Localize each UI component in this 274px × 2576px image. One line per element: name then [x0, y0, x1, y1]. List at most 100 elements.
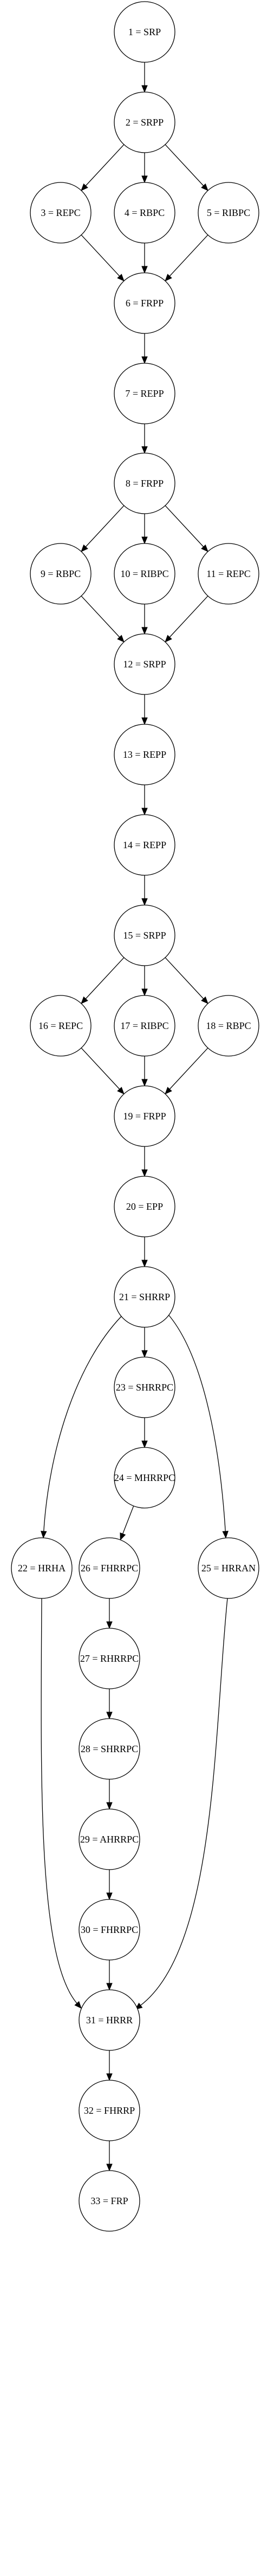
node-circle — [79, 1537, 140, 1599]
node-label: 17 = RIBPC — [120, 1020, 168, 1031]
edge-n28-n29 — [106, 1779, 113, 1810]
node-circle — [114, 995, 175, 1057]
node-circle — [114, 1085, 175, 1147]
node-label: 20 = EPP — [126, 1201, 163, 1212]
node-33: 33 = FRP — [79, 2170, 140, 2232]
node-27: 27 = RHRRPC — [79, 1628, 140, 1689]
node-30: 30 = FHRRPC — [79, 1899, 140, 1961]
node-circle — [79, 2170, 140, 2232]
node-10: 10 = RIBPC — [114, 543, 175, 605]
edge-n15-n17 — [141, 966, 148, 997]
edge-n12-n13 — [141, 694, 148, 725]
edge-n13-n14 — [141, 785, 148, 816]
node-label: 33 = FRP — [90, 2195, 128, 2206]
node-circle — [114, 272, 175, 334]
node-circle — [198, 543, 259, 605]
node-17: 17 = RIBPC — [114, 995, 175, 1057]
node-circle — [114, 1, 175, 63]
edge-n15-n18 — [165, 957, 208, 1004]
node-label: 14 = REPP — [123, 840, 166, 850]
node-label: 30 = FHRRPC — [81, 1924, 138, 1935]
node-11: 11 = REPC — [198, 543, 259, 605]
node-label: 29 = AHRRPC — [80, 1834, 139, 1845]
node-circle — [114, 453, 175, 514]
node-label: 8 = FRPP — [126, 478, 164, 489]
edge-n1-n2 — [141, 62, 148, 93]
node-12: 12 = SRPP — [114, 633, 175, 695]
node-label: 25 = HRRAN — [201, 1563, 256, 1574]
edge-n16-n19 — [81, 1047, 125, 1094]
node-label: 27 = RHRRPC — [80, 1653, 139, 1664]
edge-n31-n32 — [106, 2050, 113, 2081]
node-circle — [79, 1899, 140, 1961]
edge-n24-n26 — [120, 1505, 134, 1541]
node-label: 31 = HRRR — [86, 2015, 133, 2026]
node-circle — [114, 633, 175, 695]
node-circle — [114, 1176, 175, 1237]
node-4: 4 = RBPC — [114, 182, 175, 244]
edges-layer — [41, 62, 229, 2172]
node-1: 1 = SRP — [114, 1, 175, 63]
node-16: 16 = REPC — [30, 995, 92, 1057]
node-label: 32 = FHRRP — [84, 2105, 135, 2116]
node-circle — [114, 182, 175, 244]
node-7: 7 = REPP — [114, 363, 175, 424]
node-19: 19 = FRPP — [114, 1085, 175, 1147]
node-circle — [114, 724, 175, 785]
node-24: 24 = MHRRPC — [114, 1447, 175, 1509]
node-circle — [79, 1989, 140, 2051]
edge-n19-n20 — [141, 1146, 148, 1177]
node-label: 3 = REPC — [41, 207, 80, 218]
node-9: 9 = RBPC — [30, 543, 92, 605]
node-26: 26 = FHRRPC — [79, 1537, 140, 1599]
edge-n4-n6 — [141, 243, 148, 274]
node-label: 11 = REPC — [206, 568, 251, 579]
edge-n27-n28 — [106, 1689, 113, 1720]
node-circle — [198, 182, 259, 244]
node-label: 1 = SRP — [128, 27, 161, 37]
edge-n11-n12 — [165, 595, 208, 643]
node-label: 18 = RBPC — [206, 1020, 251, 1031]
node-circle — [114, 1356, 175, 1418]
node-21: 21 = SHRRP — [114, 1266, 175, 1328]
edge-n21-n22 — [41, 1316, 122, 1539]
node-circle — [198, 1537, 259, 1599]
edge-n8-n10 — [141, 514, 148, 545]
node-circle — [114, 543, 175, 605]
edge-n32-n33 — [106, 2141, 113, 2172]
edge-n7-n8 — [141, 424, 148, 454]
edge-n10-n12 — [141, 604, 148, 635]
node-31: 31 = HRRR — [79, 1989, 140, 2051]
node-circle — [79, 1808, 140, 1870]
node-label: 2 = SRPP — [126, 117, 164, 128]
node-circle — [114, 1447, 175, 1509]
node-15: 15 = SRPP — [114, 904, 175, 966]
node-3: 3 = REPC — [30, 182, 92, 244]
edge-n21-n25 — [168, 1315, 229, 1539]
edge-n17-n19 — [141, 1056, 148, 1087]
node-2: 2 = SRPP — [114, 91, 175, 153]
node-circle — [30, 182, 92, 244]
edge-n2-n5 — [165, 144, 208, 191]
node-circle — [114, 363, 175, 424]
node-circle — [114, 91, 175, 153]
node-label: 12 = SRPP — [123, 659, 166, 670]
node-circle — [30, 543, 92, 605]
edge-n2-n4 — [141, 153, 148, 183]
node-label: 9 = RBPC — [41, 568, 81, 579]
edge-n3-n6 — [81, 234, 125, 281]
node-circle — [79, 2080, 140, 2141]
node-20: 20 = EPP — [114, 1176, 175, 1237]
node-6: 6 = FRPP — [114, 272, 175, 334]
edge-n5-n6 — [165, 234, 208, 281]
edge-n25-n31 — [134, 1598, 228, 2010]
node-label: 23 = SHRRPC — [116, 1382, 173, 1393]
node-label: 10 = RIBPC — [120, 568, 168, 579]
edge-n14-n15 — [141, 875, 148, 906]
node-label: 13 = REPP — [123, 749, 166, 760]
node-label: 16 = REPC — [38, 1020, 83, 1031]
node-25: 25 = HRRAN — [198, 1537, 259, 1599]
node-label: 7 = REPP — [125, 388, 164, 399]
